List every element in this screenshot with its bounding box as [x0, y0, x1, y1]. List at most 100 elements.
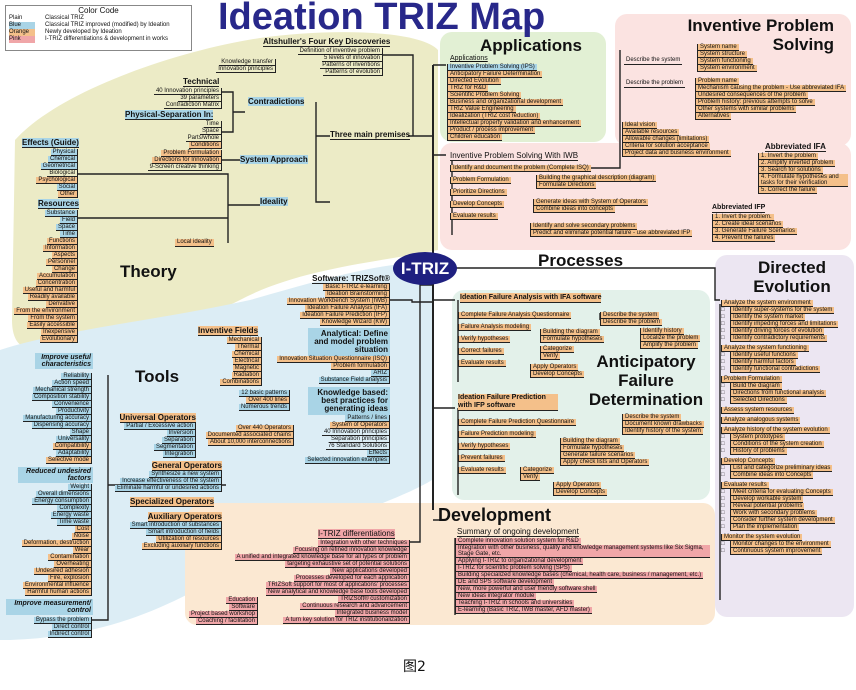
node-generate-ideas-with-system-of-operators: Generate ideas with System of Operators [533, 199, 649, 206]
node-40-innovation-principles: 40 Innovation principles [153, 88, 222, 95]
node-identify-history-of-the-system: Identify history of the system [622, 428, 704, 435]
node-magnetic: Magnetic [232, 365, 262, 372]
node-triz-for-r-d: TRIZ for R&D [447, 85, 489, 92]
node-evolutionary: Evolutionary [39, 336, 78, 343]
node-other: Other [57, 191, 78, 198]
node-directions-for-innovation: Directions for Innovation [152, 157, 222, 164]
de-substep-label: System prototypes [730, 434, 785, 441]
checkbox-icon: □ [721, 434, 725, 440]
node-76-standard-solutions: 76 Standard Solutions [325, 443, 390, 450]
de-substep: □Identify contradictory requirements [721, 335, 852, 342]
node-innovation-principles: Innovation principles [216, 66, 276, 73]
de-substep: □Conditions of the system creation [721, 441, 852, 448]
node-1-invert-the-problem: 1. Invert the problem [758, 153, 819, 160]
node-noise: Noise [71, 533, 92, 540]
node-40-innovation-principles: 40 Innovation principles [321, 429, 390, 436]
de-substep: □Identify the system market [721, 314, 852, 321]
i-triz-center-node[interactable]: I-TRIZ [393, 252, 457, 285]
node-focusing-on-refined-innovation-knowledge: Focusing on refined innovation knowledge [292, 547, 410, 554]
node-education: Education [226, 597, 258, 604]
de-substep-label: Meet criteria for evaluating Concepts [730, 489, 833, 496]
de-substep-label: Plan the implementation [730, 524, 800, 531]
legend-title: Color Code [78, 6, 119, 15]
node-scientific-problem-solving: Scientific Problem Solving [447, 92, 522, 99]
node-a-unified-and-integrated-knowledge-base-: A unified and integrated knowledge base … [234, 554, 410, 561]
legend-key: Pink [9, 36, 35, 43]
legend-key: Plain [9, 15, 23, 21]
node-evaluate-results: Evaluate results [458, 360, 506, 367]
node-3-search-for-solutions: 3. Search for solutions [758, 167, 823, 174]
checkbox-icon: □ [721, 328, 725, 334]
abbreviated-ifa-heading: Abbreviated IFA [765, 142, 826, 152]
directed-evolution-steps: Analyze the system environment □Identify … [721, 300, 852, 558]
de-substep-label: List and categorize preliminary ideas [730, 465, 833, 472]
node-4-formulate-hypotheses-and-tasks-for-the: 4. Formulate hypotheses and tasks for th… [758, 174, 848, 187]
node-patterns-lines: Patterns / lines [345, 415, 390, 422]
node-idealization-triz-cost-reduction: Idealization (TRIZ cost reduction) [447, 113, 541, 120]
node-new-applications-developed: New applications developed [330, 568, 410, 575]
node-identify-history: Identify history [640, 328, 684, 335]
node-complete-failure-prediction-questionnair: Complete Failure Prediction Questionnair… [458, 419, 577, 426]
de-substep-label: Monitor changes to the environment [730, 541, 831, 548]
checkbox-icon: □ [721, 503, 725, 509]
node-building-the-diagram: Building the diagram [540, 329, 600, 336]
node-describe-the-problem: Describe the problem [600, 319, 663, 326]
general-operators-group: General Operators Synthesize a new syste… [114, 461, 222, 492]
legend-key: Orange [9, 29, 35, 36]
node-business-and-organizational-development: Business and organizational development [447, 99, 564, 106]
checkbox-icon: □ [721, 548, 725, 554]
local-ideality: Local ideality [175, 239, 214, 247]
node-deformation-destruction: Deformation, destruction [21, 540, 92, 547]
contradictions-node: Contradictions [248, 97, 305, 106]
node-describe-the-system: Describe the system [622, 414, 682, 421]
node-trizsoft-support-for-most-of-application: TRIZSoft support for most of application… [265, 582, 410, 589]
node-5-correct-the-failure: 5. Correct the failure [758, 187, 818, 194]
ifp-steps: Complete Failure Prediction Questionnair… [458, 419, 577, 479]
iwb-pf-list: Building the graphical description (diag… [536, 175, 657, 189]
node-integration: Integration [162, 451, 196, 458]
auxiliary-operators-group: Auxiliary Operators Smart introduction o… [129, 512, 222, 550]
de-step-heading: Analyze the system environment [721, 300, 813, 307]
node-social: Social [56, 184, 78, 191]
node-basic-i-triz-e-learning: Basic I-TRIZ e-learning [323, 284, 390, 291]
node-building-the-diagram: Building the diagram [560, 438, 620, 445]
de-substep: □Identify driving forces of evolution [721, 328, 852, 335]
node-inversion: Inversion [166, 430, 196, 437]
node-continuous-research-and-advancement: Continuous research and advancement [300, 603, 410, 610]
software-analytical-knowledge-group: Software: TRIZSoft® Basic I-TRIZ e-learn… [277, 274, 390, 464]
node-selected-innovation-examples: Selected innovation examples [305, 457, 390, 464]
node-space: Space [199, 128, 222, 135]
de-substep: □Reveal potential problems [721, 503, 852, 510]
theory-region [12, 32, 438, 348]
node-system-structure: System structure [697, 51, 748, 58]
node-apply-operators: Apply Operators [530, 364, 579, 371]
de-group-analyze-the-system-environment: Analyze the system environment □Identify … [721, 300, 852, 342]
node-develop-concepts: Develop Concepts [450, 201, 505, 208]
checkbox-icon: □ [721, 472, 725, 478]
node-definition-of-inventive-problem: Definition of inventive problem [297, 48, 383, 55]
de-substep: □Identify harmful factors [721, 359, 852, 366]
de-substep-label: History of problems [730, 448, 787, 455]
node-project-based-workshop: Project based workshop [188, 611, 258, 618]
node-coaching-facilitation: Coaching / facilitation [195, 618, 258, 625]
node-combine-ideas-into-concepts: Combine ideas into concepts [533, 206, 616, 213]
node-about-10-000-interconnections: About 10,000 interconnections [207, 439, 294, 446]
node-new-ideas-integrator-module: New ideas integrator module [455, 593, 537, 600]
node-indirect-control: Indirect control [47, 631, 92, 638]
checkbox-icon: □ [721, 524, 725, 530]
checkbox-icon: □ [721, 383, 725, 389]
node-develop-concepts: Develop Concepts [553, 489, 608, 496]
analytical-box: Analytical: Define and model problem sit… [308, 328, 390, 356]
specialized-operators: Specialized Operators [130, 497, 215, 507]
node-system-name: System name [697, 44, 739, 51]
